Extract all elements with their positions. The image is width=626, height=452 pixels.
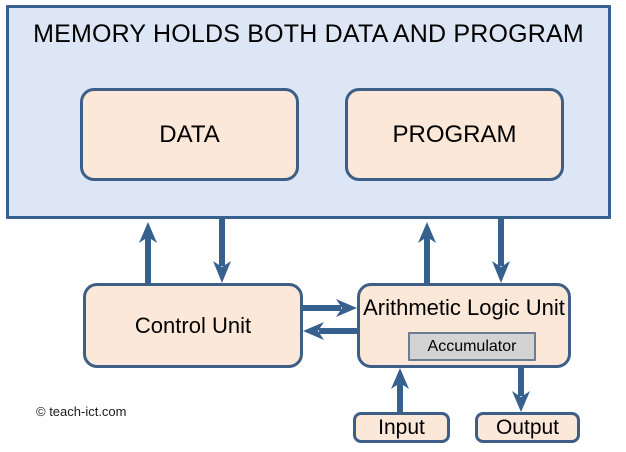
accumulator-register: Accumulator (408, 332, 536, 361)
output-device: Output (475, 412, 580, 443)
arrow-memory-to-control-unit (213, 219, 231, 283)
arithmetic-logic-unit: Arithmetic Logic Unit Accumulator (357, 283, 571, 368)
arrow-alu-to-control-unit (303, 322, 357, 340)
control-unit: Control Unit (83, 283, 303, 368)
arrow-memory-to-alu (492, 219, 510, 283)
copyright-notice: © teach-ict.com (36, 404, 127, 419)
memory-block-program: PROGRAM (345, 88, 564, 181)
arrow-control-unit-to-memory (139, 222, 157, 283)
arrow-control-unit-to-alu (303, 299, 357, 317)
alu-label: Arithmetic Logic Unit (363, 295, 565, 320)
arrow-alu-to-output (512, 368, 530, 412)
memory-heading: MEMORY HOLDS BOTH DATA AND PROGRAM (33, 19, 584, 48)
arrow-alu-to-memory (418, 222, 436, 283)
memory-block-data: DATA (80, 88, 299, 181)
input-device: Input (353, 412, 450, 443)
arrow-input-to-alu (391, 368, 409, 412)
